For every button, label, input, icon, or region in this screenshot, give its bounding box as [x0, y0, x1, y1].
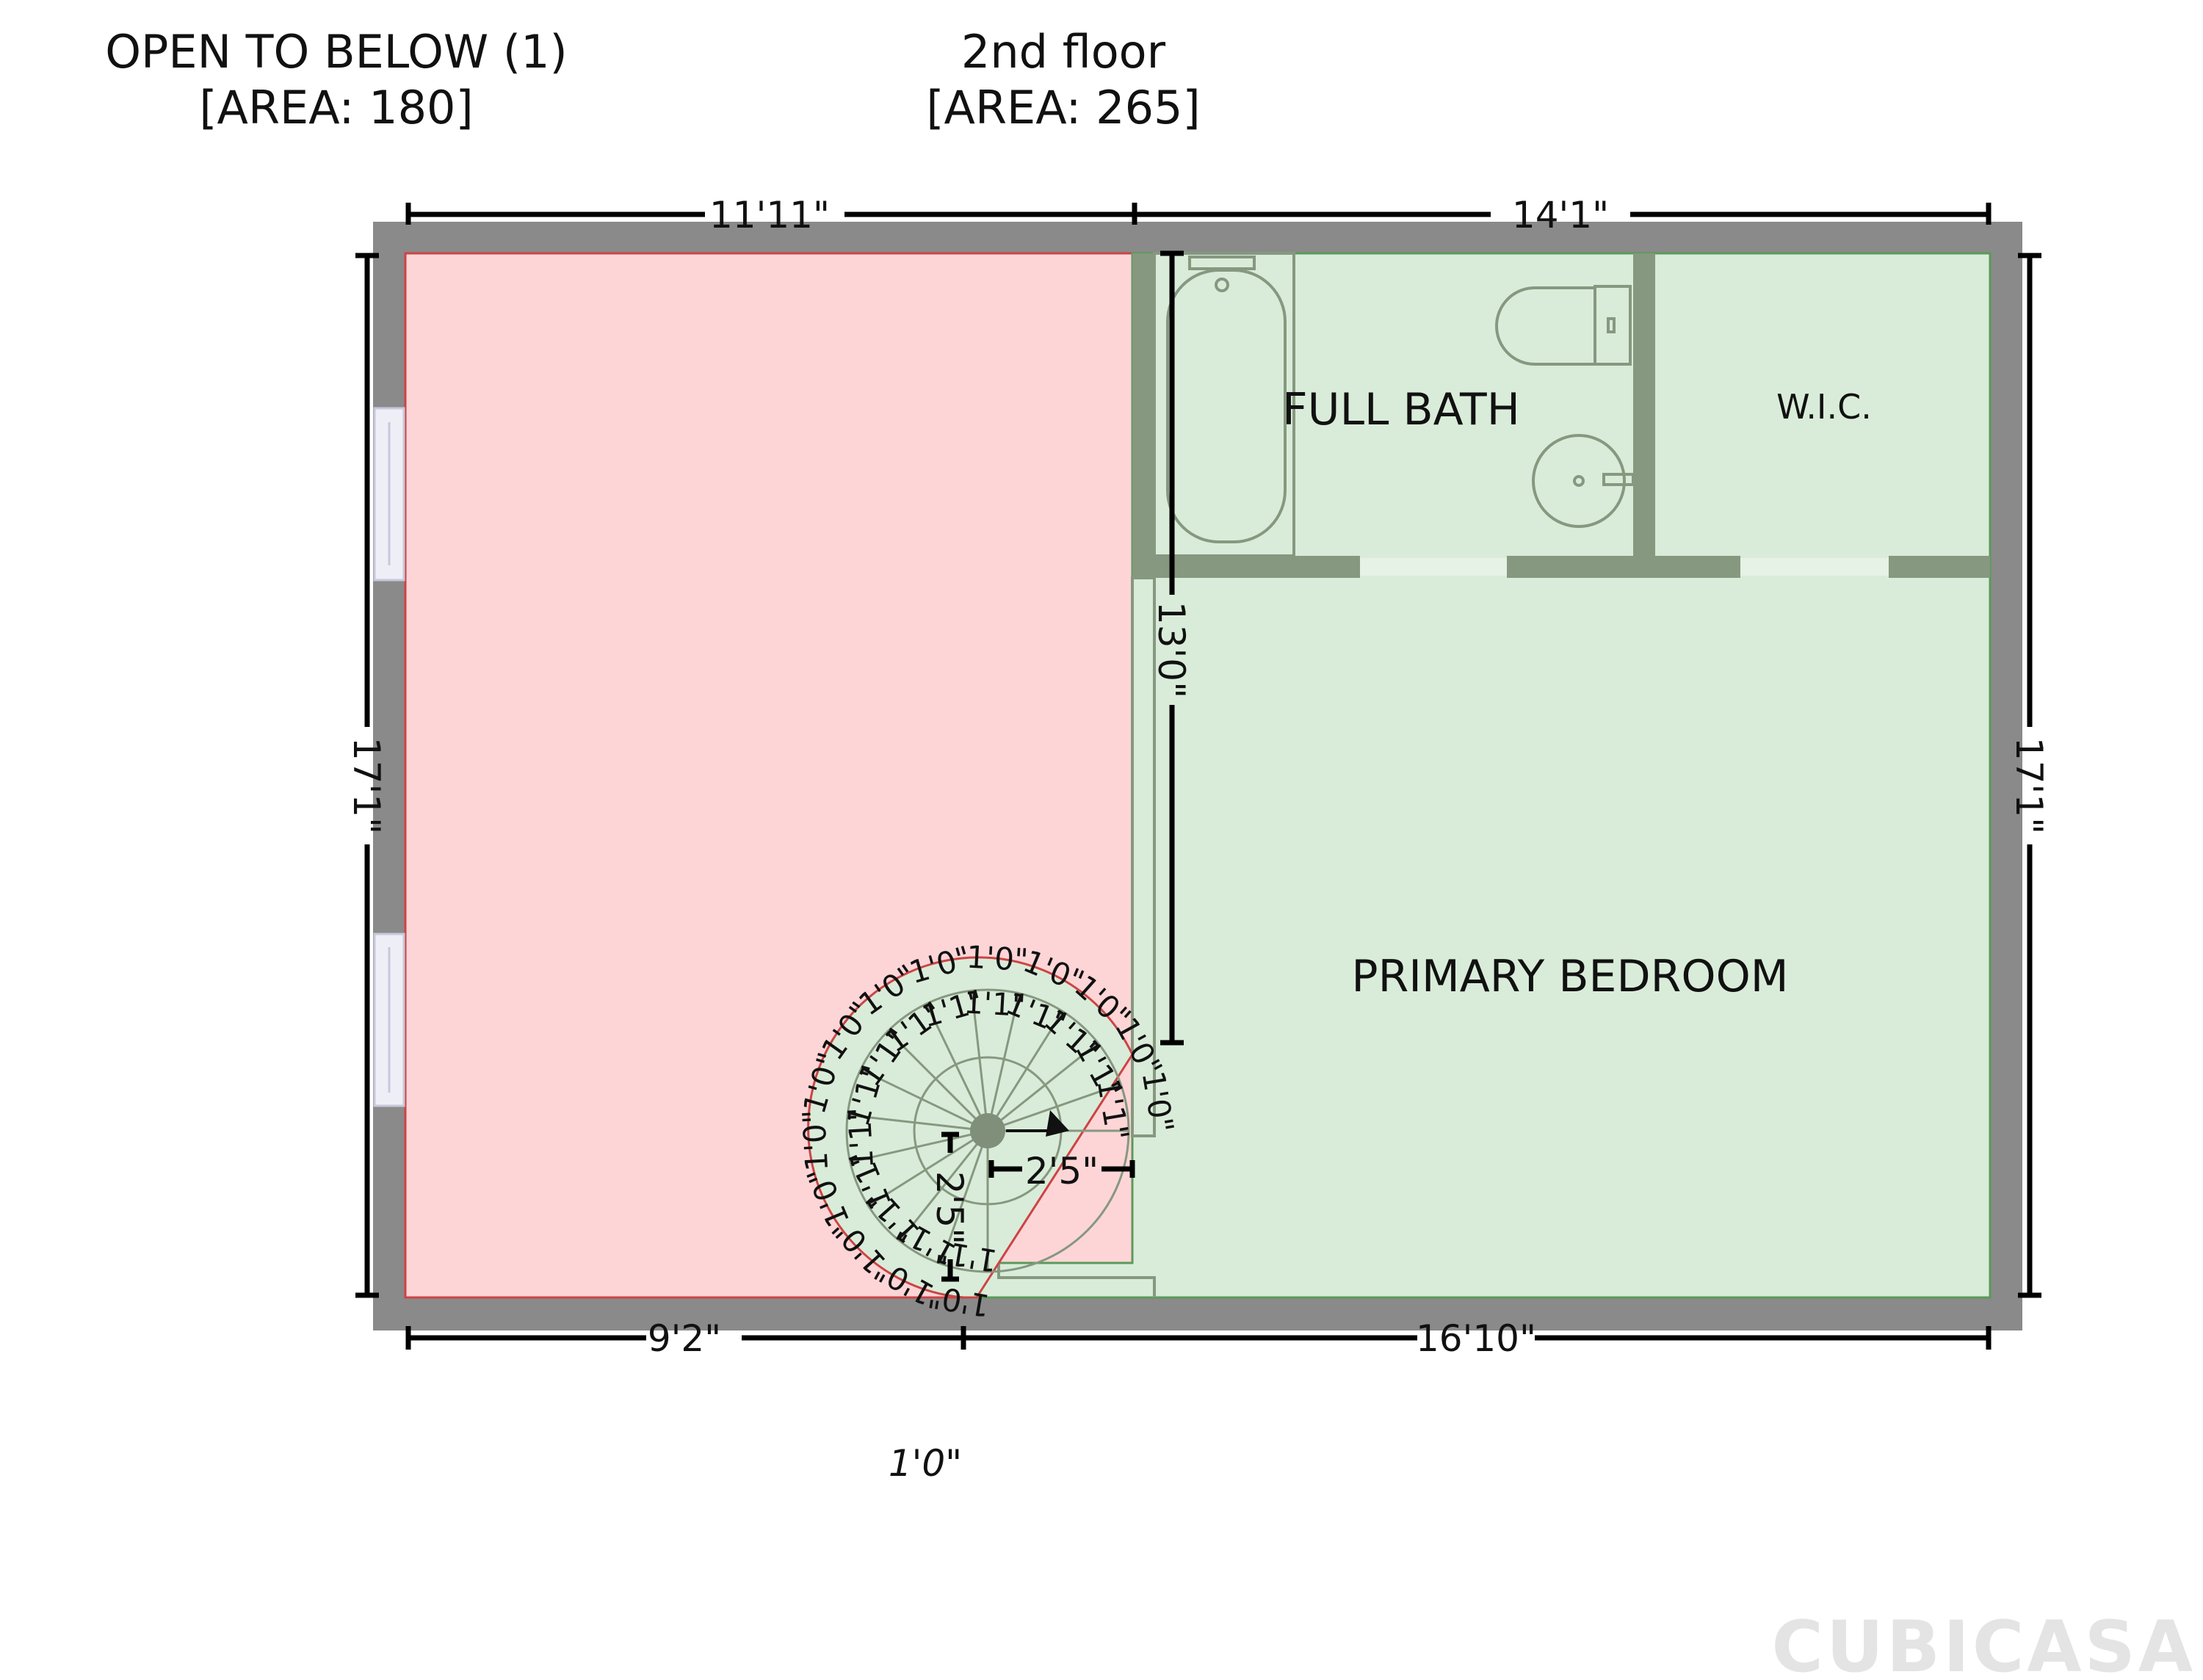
stair-tread-inner-label: 1'1": [841, 1106, 880, 1170]
dimension-left: 17'1": [345, 253, 388, 1298]
stair-tread: [986, 993, 1021, 1132]
stair-tread: [850, 1129, 988, 1164]
room-label-wic: W.I.C.: [1776, 387, 1872, 427]
dim-stair-vertical: 2'5": [928, 1171, 971, 1245]
dimension-bedroom-inner: 13'0": [1150, 250, 1193, 1046]
stair-tread-outer-label: 1'0": [796, 1109, 836, 1173]
sink-icon: [1532, 434, 1626, 528]
dimension-stair: 2'5" 2'5": [928, 1132, 1135, 1282]
stair-tread: [971, 991, 989, 1132]
dim-bottom-left: 9'2": [648, 1317, 721, 1360]
dim-stair-horizontal: 2'5": [1025, 1150, 1099, 1192]
dim-bedroom-inner: 13'0": [1150, 601, 1193, 698]
dim-right-side: 17'1": [2008, 737, 2050, 834]
toilet-tank-icon: [1594, 285, 1632, 366]
cubicasa-logo: CUBICASA: [1772, 1606, 2196, 1680]
stair-tread: [887, 1030, 989, 1132]
stair-tread-outer-label: 1'0": [966, 939, 1030, 979]
stair-tread-inner-label: 1'1": [963, 984, 1027, 1024]
dim-top-left: 11'11": [709, 194, 830, 236]
dim-below-plan: 1'0": [889, 1442, 962, 1485]
toilet-bowl-icon: [1495, 286, 1595, 366]
floor-area: [AREA: 265]: [926, 81, 1200, 134]
stair-tread: [940, 1130, 989, 1264]
dimension-bottom: 9'2" 16'10": [405, 1317, 1992, 1360]
wic-door: [1740, 558, 1889, 576]
bathtub-frame: [1153, 252, 1295, 557]
faucet-icon: [1188, 256, 1256, 270]
stair-direction-arrow-icon: [1046, 1110, 1069, 1137]
room-label-primary-bedroom: PRIMARY BEDROOM: [1351, 951, 1788, 1002]
stair-tread: [986, 1010, 1064, 1132]
dim-left-side: 17'1": [345, 737, 388, 834]
stair-tread: [847, 1114, 988, 1132]
dim-bottom-right: 16'10": [1416, 1317, 1536, 1360]
stair-partition: [1131, 576, 1156, 1137]
dim-top-right: 14'1": [1512, 194, 1609, 236]
stair-tread: [867, 1129, 988, 1207]
stair-tread: [899, 1130, 989, 1242]
bath-south-wall-left: [1132, 556, 1360, 578]
open-to-below-area: [AREA: 180]: [199, 81, 473, 134]
stair-tread: [987, 1083, 1121, 1132]
floor-title: 2nd floor: [961, 25, 1166, 79]
room-label-full-bath: FULL BATH: [1282, 384, 1520, 435]
stair-tread: [860, 1068, 988, 1132]
stair-tread: [987, 1042, 1099, 1132]
wic-south-wall: [1889, 556, 1990, 578]
bath-door: [1360, 558, 1507, 576]
dimension-right: 17'1": [2008, 253, 2050, 1298]
bath-wic-wall: [1633, 253, 1655, 576]
open-to-below-title: OPEN TO BELOW (1): [105, 25, 568, 79]
stair-post: [970, 1113, 1005, 1148]
bath-west-wall: [1132, 253, 1154, 576]
bath-south-wall-right: [1507, 556, 1740, 578]
stair-tread: [925, 1003, 989, 1132]
dimension-top: 11'11" 14'1": [405, 194, 1992, 236]
